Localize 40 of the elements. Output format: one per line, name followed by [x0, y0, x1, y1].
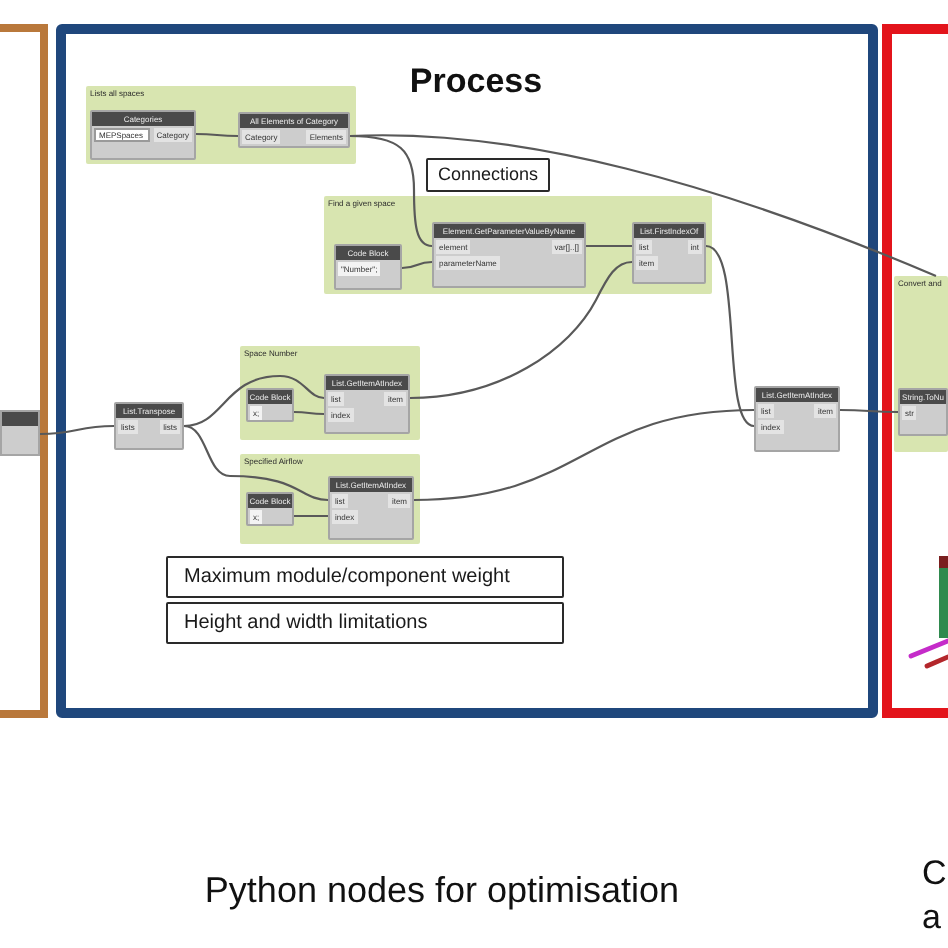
- caption-text: Python nodes for optimisation: [202, 868, 682, 912]
- panel-frame: [56, 24, 878, 718]
- label-box: Height and width limitations: [166, 602, 564, 644]
- wire: [183, 374, 325, 428]
- graph-node: [432, 222, 586, 288]
- wire: [840, 408, 898, 414]
- graph-node: [632, 222, 706, 284]
- wire: [294, 514, 328, 518]
- node-group: [240, 454, 420, 544]
- wire: [401, 260, 433, 270]
- caption-text: C a: [922, 852, 948, 940]
- label-box: Maximum module/component weight: [166, 556, 564, 598]
- node-group: [86, 86, 356, 164]
- panel-frame: [0, 24, 48, 718]
- graph-node: [114, 402, 184, 450]
- graph-node: [324, 374, 410, 434]
- graph-node: [328, 476, 414, 540]
- node-group: [894, 276, 948, 452]
- wire: [294, 410, 324, 416]
- graph-node: [238, 112, 350, 148]
- graph-node: [246, 388, 294, 422]
- node-group: [324, 196, 712, 294]
- graph-node: [898, 388, 948, 436]
- panel-frame: [882, 24, 948, 718]
- graph-node: [246, 492, 294, 526]
- wire: [350, 134, 937, 277]
- wire: [413, 408, 755, 502]
- wire: [183, 424, 329, 502]
- graph-node: [754, 386, 840, 452]
- label-box: Connections: [426, 158, 550, 192]
- graph-node: [0, 410, 40, 456]
- wire: [409, 260, 633, 400]
- wire: [39, 424, 115, 436]
- graph-node: [90, 110, 196, 160]
- wire: [705, 245, 755, 427]
- graph-node: [334, 244, 402, 290]
- node-group: [240, 346, 420, 440]
- panel-title: Process: [407, 62, 545, 102]
- wire: [196, 132, 238, 138]
- wire: [586, 244, 632, 248]
